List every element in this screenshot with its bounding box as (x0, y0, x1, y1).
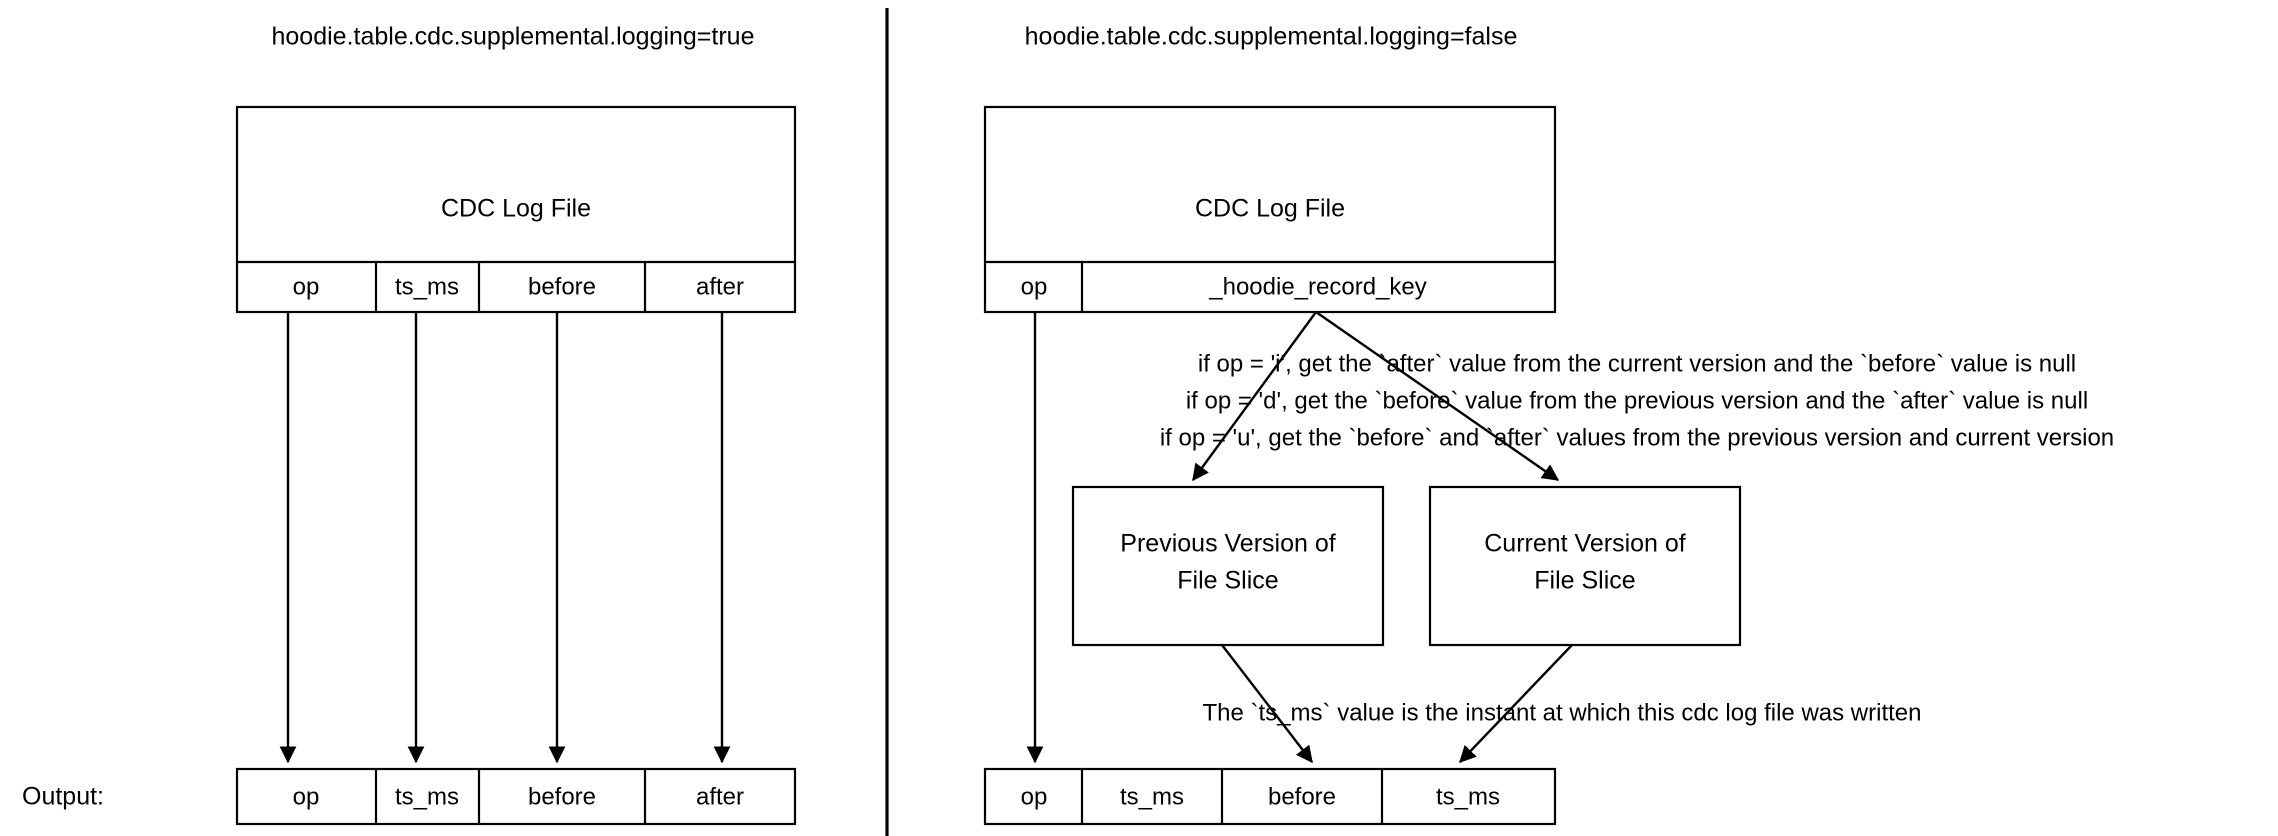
left-output-row (235, 767, 797, 826)
right-panel: hoodie.table.cdc.supplemental.logging=fa… (983, 23, 2114, 826)
current-version-label-line-2: File Slice (1534, 567, 1635, 595)
left-output-cell-op: op (293, 783, 320, 810)
left-cdc-column-after: after (696, 273, 744, 300)
left-cdc-column-before: before (528, 273, 596, 300)
right-cdc-log-file-label: CDC Log File (1195, 195, 1345, 223)
arrow-current-version-to-ts-ms (1459, 644, 1573, 763)
left-output-cell-ts-ms: ts_ms (395, 783, 459, 810)
right-rule-line-2: if op = 'd', get the `before` value from… (1186, 387, 2088, 414)
current-version-label-line-1: Current Version of (1484, 530, 1686, 558)
current-version-file-slice-box (1428, 485, 1742, 647)
left-output-cell-after: after (696, 783, 744, 810)
right-output-cell-op: op (1021, 783, 1048, 810)
right-output-cell-before: before (1268, 783, 1336, 810)
ts-ms-note: The `ts_ms` value is the instant at whic… (1203, 699, 1922, 726)
previous-version-file-slice-box (1071, 485, 1385, 647)
right-rule-line-3: if op = 'u', get the `before` and `after… (1160, 424, 2114, 451)
left-cdc-log-file-label: CDC Log File (441, 195, 591, 223)
right-arrow-to-current-version (1315, 311, 1560, 481)
left-output-label: Output: (22, 783, 104, 811)
left-panel: hoodie.table.cdc.supplemental.logging=tr… (22, 23, 797, 826)
left-cdc-column-ts-ms: ts_ms (395, 273, 459, 300)
left-output-cell-before: before (528, 783, 596, 810)
right-output-cell-ts-ms-2: ts_ms (1436, 783, 1500, 810)
right-cdc-column-hoodie-record-key: _hoodie_record_key (1208, 273, 1427, 300)
right-cdc-log-file-box (983, 105, 1557, 314)
previous-version-label-line-2: File Slice (1177, 567, 1278, 595)
left-cdc-log-file-box (235, 105, 797, 314)
left-panel-title: hoodie.table.cdc.supplemental.logging=tr… (272, 23, 755, 51)
previous-version-label-line-1: Previous Version of (1120, 530, 1335, 558)
arrow-previous-version-to-before (1221, 644, 1313, 764)
left-cdc-column-op: op (293, 273, 320, 300)
right-arrow-to-previous-version (1192, 311, 1317, 482)
right-rule-line-1: if op = 'i', get the `after` value from … (1198, 350, 2076, 377)
right-cdc-column-op: op (1021, 273, 1048, 300)
right-panel-title: hoodie.table.cdc.supplemental.logging=fa… (1025, 23, 1518, 51)
right-output-cell-ts-ms: ts_ms (1120, 783, 1184, 810)
right-output-row (983, 767, 1557, 826)
